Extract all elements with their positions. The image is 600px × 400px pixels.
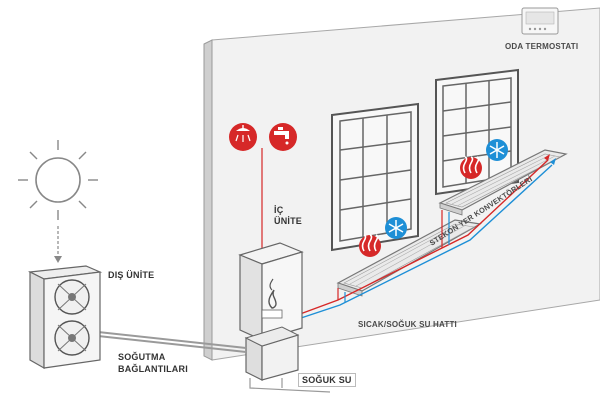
cold-water-label: SOĞUK SU xyxy=(298,373,356,387)
flame-icon xyxy=(268,278,277,309)
wall-edge xyxy=(203,39,213,361)
floor-convector-right xyxy=(438,149,568,216)
heat-icon xyxy=(460,156,482,179)
water-pipes xyxy=(291,154,556,322)
cold-water-pipe xyxy=(249,378,331,393)
outdoor-unit xyxy=(27,265,103,370)
thermostat-label: ODA TERMOSTATI xyxy=(505,42,579,51)
hot-cold-water-line-label: SICAK/SOĞUK SU HATTI xyxy=(358,320,457,329)
fan-icon xyxy=(54,320,90,356)
window-right xyxy=(435,68,519,196)
indoor-unit-label-2: ÜNİTE xyxy=(274,216,302,226)
room-thermostat xyxy=(521,7,559,35)
cooling-connections-label-2: BAĞLANTILARI xyxy=(118,364,188,374)
window-left xyxy=(331,102,419,252)
pipe-arrow-blue xyxy=(550,158,556,165)
indoor-unit xyxy=(238,242,304,381)
refrigerant-lines xyxy=(97,331,247,353)
snowflake-icon xyxy=(385,217,407,239)
heat-icon xyxy=(359,234,381,257)
pipe-arrow-red xyxy=(544,154,550,161)
indoor-unit-label-1: İÇ xyxy=(274,205,284,215)
snowflake-icon xyxy=(486,139,508,161)
water-tap-icon xyxy=(269,123,297,151)
cooling-connections-label-1: SOĞUTMA xyxy=(118,352,166,362)
sun-icon xyxy=(18,140,98,220)
shower-icon xyxy=(229,123,257,151)
fan-icon xyxy=(54,279,90,315)
sun-arrow-head xyxy=(54,256,62,263)
outdoor-unit-label: DIŞ ÜNİTE xyxy=(108,270,155,280)
